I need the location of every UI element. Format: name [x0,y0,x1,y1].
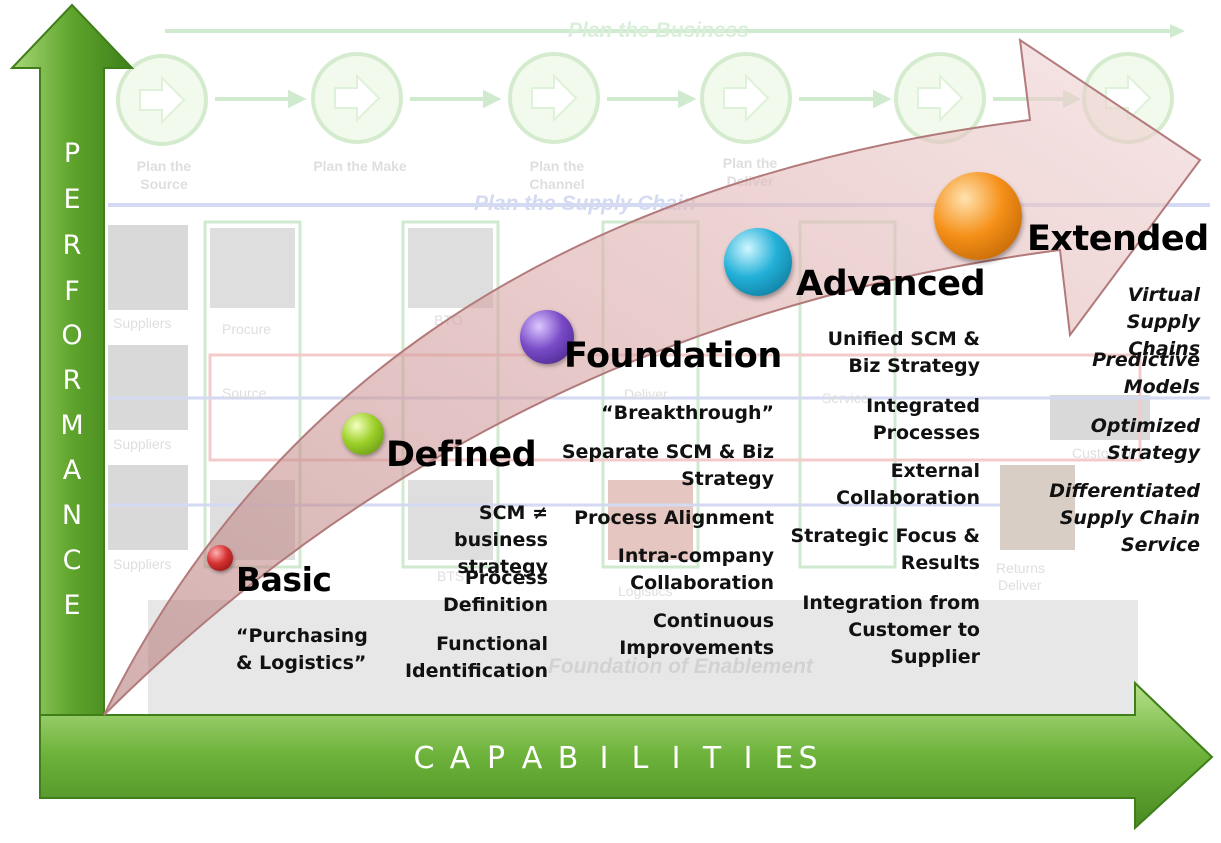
x-axis-letter: I [599,741,609,776]
extended-item: Predictive Models [1092,349,1200,398]
stage-title-extended: Extended [1027,219,1209,259]
plan-step-label: Plan the Make [313,158,407,174]
x-axis-letter: S [798,741,818,776]
y-axis-letter: N [61,500,83,531]
y-axis-letter: A [62,455,82,486]
foundation-item: Intra-company Collaboration [617,545,774,594]
advanced-item: Unified SCM & Biz Strategy [827,328,980,377]
defined-orb [342,413,384,455]
y-axis-letter: O [61,320,83,351]
plan-business-label: Plan the Business [568,19,749,42]
x-axis-letter: I [743,741,753,776]
advanced-item: Strategic Focus & Results [790,525,980,574]
stage-title-defined: Defined [386,435,537,475]
stage-title-foundation: Foundation [564,336,782,376]
advanced-orb [724,228,792,296]
extended-orb [934,172,1022,260]
x-axis-letter: B [557,741,579,776]
basic-item: “Purchasing & Logistics” [236,625,368,674]
y-axis-letter: F [64,276,80,307]
defined-item: Functional Identification [404,633,548,682]
capabilities-arrow [39,680,1214,831]
foundation-item: Separate SCM & Biz Strategy [561,441,774,490]
y-axis-letter: E [63,184,81,215]
x-axis-letter: I [671,741,681,776]
suppliers-label: Suppliers [113,436,172,452]
foundation-item: “Breakthrough” [601,402,774,424]
plan-supply-chain-label: Plan the Supply Chain [474,192,696,215]
stage-title-basic: Basic [236,560,332,599]
y-axis-letter: P [63,138,81,169]
maturity-curve [103,37,1202,716]
column-label: Returns [996,560,1046,576]
extended-item: Optimized Strategy [1090,415,1200,464]
x-axis-letter: P [486,741,506,776]
defined-item: SCM ≠ business strategy [454,502,548,578]
suppliers-label: Suppliers [113,315,172,331]
column-label: Procure [222,321,272,337]
x-axis-letter: T [702,741,722,776]
y-axis-letter: R [62,365,82,396]
performance-arrow [9,3,135,716]
column-label: BTS [437,568,465,584]
x-axis-letter: A [449,741,471,776]
foundation-item: Continuous Improvements [619,610,774,659]
basic-orb [207,545,233,571]
stage-title-advanced: Advanced [796,264,986,304]
x-axis-letter: C [413,741,435,776]
y-axis-letter: C [62,545,82,576]
x-axis-letter: L [631,741,649,776]
x-axis-letter: A [521,741,543,776]
foundation-orb [520,310,574,364]
y-axis-letter: R [62,230,82,261]
advanced-item: Integration from Customer to Supplier [802,592,980,668]
advanced-item: External Collaboration [836,460,980,509]
column-label: Deliver [624,386,668,402]
column-label: Source [222,385,267,401]
column-label: Service [822,390,869,406]
suppliers-label: Suppliers [113,556,172,572]
column-label: Deliver [998,577,1042,593]
column-label: Customer [1072,445,1133,461]
y-axis-letter: E [63,590,81,621]
column-label: Logistics [618,583,673,599]
y-axis-letter: M [60,410,84,441]
foundation-enablement-label: Foundation of Enablement [548,655,813,678]
foundation-item: Process Alignment [574,507,774,529]
extended-item: Differentiated Supply Chain Service [1049,480,1200,556]
defined-item: Process Definition [443,567,548,616]
advanced-item: Integrated Processes [866,395,980,444]
x-axis-letter: E [774,741,794,776]
extended-item: Virtual Supply Chains [1126,284,1200,360]
